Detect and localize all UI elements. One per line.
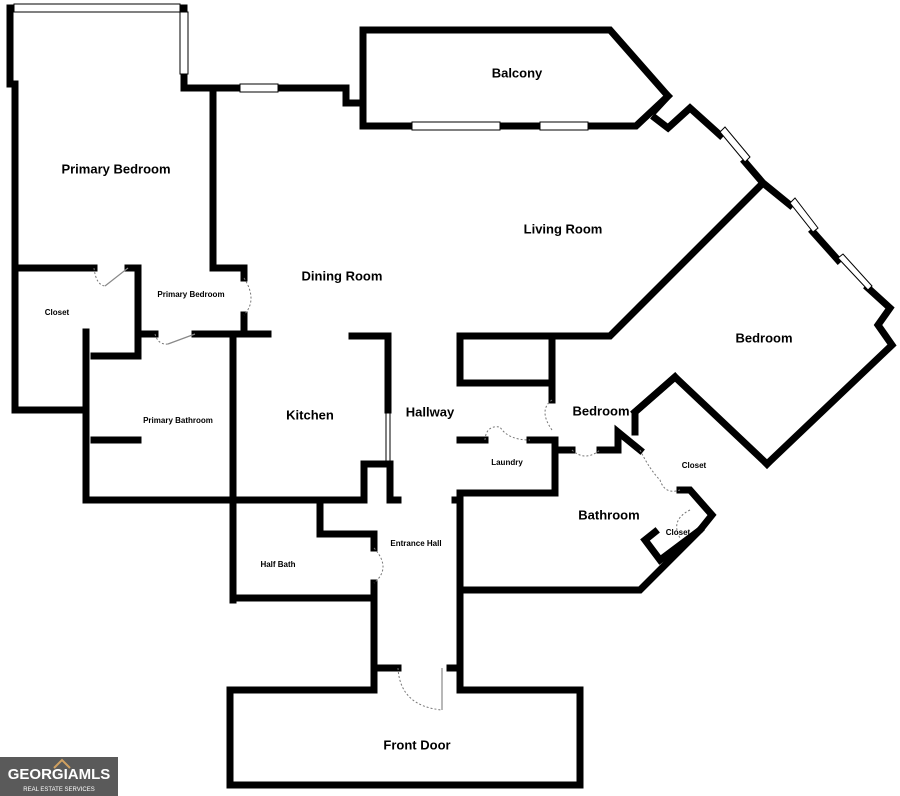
label-closet-small: Closet xyxy=(666,528,691,537)
door-closet-right xyxy=(639,449,681,492)
window-bedroom-diag-2 xyxy=(837,253,873,291)
roof-icon xyxy=(53,758,71,769)
door-primary-bath xyxy=(154,333,169,345)
label-bathroom: Bathroom xyxy=(578,507,639,522)
window-kitchen-pass xyxy=(385,409,391,465)
label-primary-bedroom-small: Primary Bedroom xyxy=(157,290,224,299)
window-primary-right xyxy=(179,11,189,75)
door-bathroom xyxy=(571,449,601,457)
window-living-diag xyxy=(719,126,751,163)
window-bedroom-diag-1 xyxy=(789,197,819,233)
door-closet xyxy=(93,267,106,287)
label-primary-bathroom: Primary Bathroom xyxy=(143,416,213,425)
window-primary-top xyxy=(13,3,181,13)
label-living-room: Living Room xyxy=(524,221,603,236)
logo-brand: GEORGIAMLS xyxy=(8,766,111,783)
door-front xyxy=(397,667,443,711)
windows xyxy=(13,3,873,465)
door-primary-bedroom xyxy=(243,277,252,316)
window-balcony-1 xyxy=(411,121,501,131)
door-laundry xyxy=(484,426,531,441)
label-closet-right: Closet xyxy=(682,461,707,470)
window-balcony-2 xyxy=(539,121,589,131)
label-kitchen: Kitchen xyxy=(286,407,334,422)
label-balcony: Balcony xyxy=(492,65,543,80)
label-bedroom-large: Bedroom xyxy=(735,330,792,345)
label-dining-room: Dining Room xyxy=(302,268,383,283)
room-labels: Primary Bedroom Balcony Living Room Dini… xyxy=(45,65,793,752)
label-front-door: Front Door xyxy=(383,737,450,752)
label-hallway: Hallway xyxy=(406,404,455,419)
walls xyxy=(6,4,897,789)
georgiamls-logo: GEORGIAMLS REAL ESTATE SERVICES xyxy=(0,757,118,796)
label-entrance-hall: Entrance Hall xyxy=(390,539,441,548)
label-closet-left: Closet xyxy=(45,308,70,317)
label-laundry: Laundry xyxy=(491,458,523,467)
logo-tagline: REAL ESTATE SERVICES xyxy=(23,787,94,793)
door-bedroom xyxy=(544,399,553,431)
door-half-bath xyxy=(373,547,384,584)
label-primary-bedroom: Primary Bedroom xyxy=(61,161,170,176)
doors xyxy=(93,267,691,711)
door-closet-small xyxy=(676,509,691,539)
label-bedroom-small: Bedroom xyxy=(572,403,629,418)
label-half-bath: Half Bath xyxy=(260,560,295,569)
window-dining-top xyxy=(239,83,279,93)
